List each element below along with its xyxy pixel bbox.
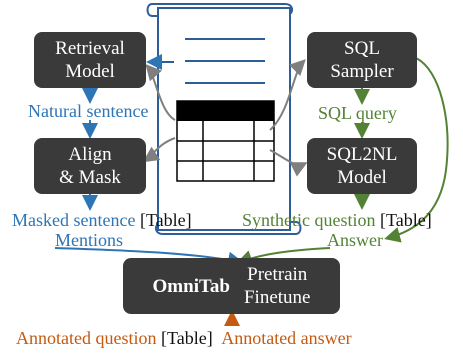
synthetic-question-text: Synthetic question xyxy=(242,210,376,230)
masked-sentence-label: Masked sentence [Table] xyxy=(12,210,192,230)
align-mask-box: Align & Mask xyxy=(34,138,146,194)
box-line: Align xyxy=(68,144,112,165)
arrow-table-to-align xyxy=(142,137,176,163)
table-tag: [Table] xyxy=(139,210,192,230)
omnitab-mode: Pretrain xyxy=(247,264,308,285)
table-tag: [Table] xyxy=(160,328,213,348)
box-line: Model xyxy=(337,167,387,188)
retrieval-model-box: Retrieval Model xyxy=(34,32,146,88)
sql-sampler-box: SQL Sampler xyxy=(307,32,417,88)
sql-query-label: SQL query xyxy=(318,103,397,123)
box-line: SQL2NL xyxy=(326,144,398,165)
arrow-sql2nl-to-table xyxy=(269,149,308,177)
annotated-answer-text: Annotated answer xyxy=(221,328,352,348)
mentions-label: Mentions xyxy=(55,230,124,250)
arrow-table-to-retrieval xyxy=(145,63,176,121)
sql2nl-model-box: SQL2NL Model xyxy=(307,138,417,194)
box-line: & Mask xyxy=(59,167,121,188)
box-line: Model xyxy=(65,61,115,82)
table-tag: [Table] xyxy=(380,210,432,230)
box-line: Sampler xyxy=(330,61,394,82)
annotated-input-label: Annotated question [Table] Annotated ans… xyxy=(16,328,352,348)
masked-sentence-text: Masked sentence xyxy=(12,210,136,230)
natural-sentence-label: Natural sentence xyxy=(28,101,149,121)
table-icon xyxy=(176,100,275,182)
synthetic-question-label: Synthetic question [Table] xyxy=(242,210,432,230)
omnitab-mode: Finetune xyxy=(243,287,311,308)
annotated-question-text: Annotated question xyxy=(16,328,157,348)
omnitab-modes: Pretrain Finetune xyxy=(244,263,311,309)
box-line: Retrieval xyxy=(55,38,125,59)
answer-label: Answer xyxy=(327,230,383,250)
arrow-sampler-to-answer xyxy=(384,57,449,243)
omnitab-name: OmniTab xyxy=(152,275,230,297)
arrow-table-to-sql-sampler xyxy=(269,59,306,131)
box-line: SQL xyxy=(344,38,380,59)
omnitab-box: OmniTab Pretrain Finetune xyxy=(123,258,340,314)
